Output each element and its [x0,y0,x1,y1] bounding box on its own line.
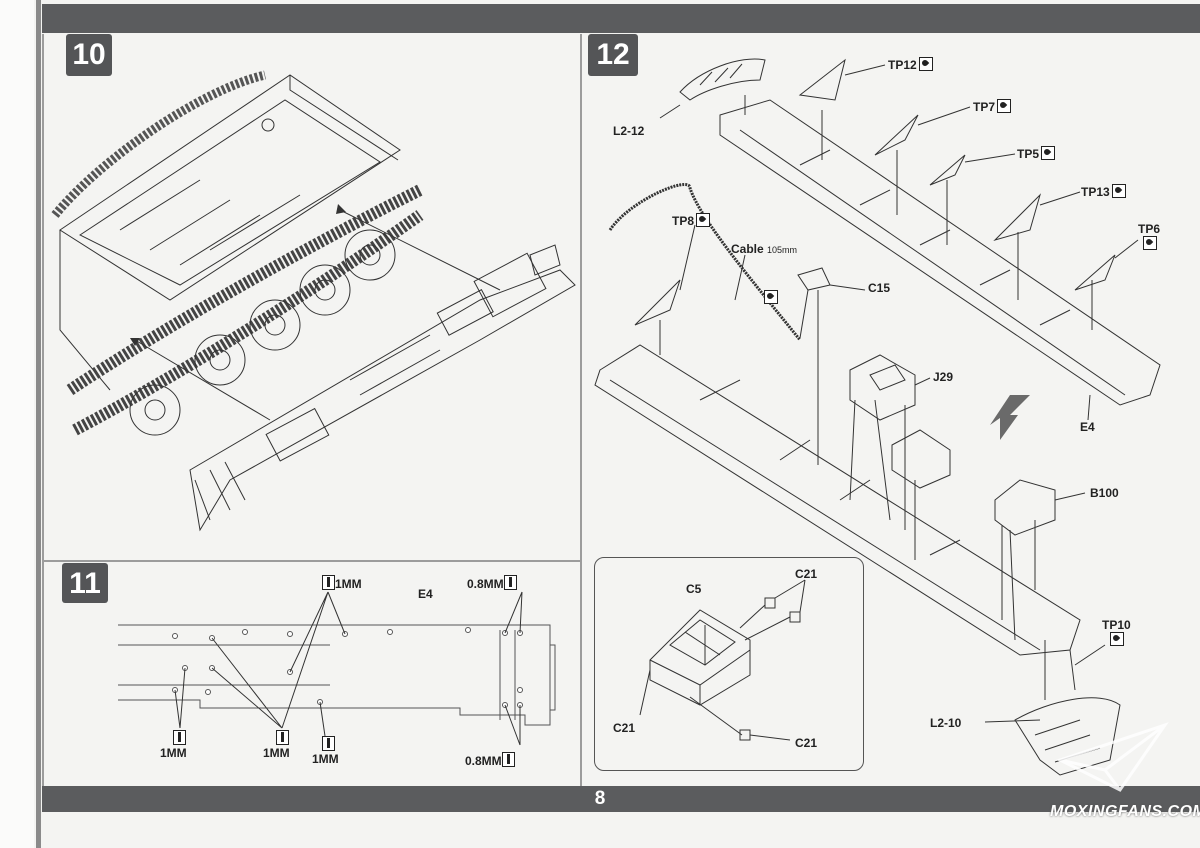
glue-icon [997,99,1012,113]
screw-label-bottom-08mm: 0.8MM [465,752,515,768]
footer-band [42,786,1200,812]
glue-icon [1041,146,1056,160]
watermark: MOXINGFANS.COM [1050,803,1200,820]
part-label-j29: J29 [933,370,954,384]
glue-icon [1110,632,1125,646]
part-label-c5: C5 [686,582,702,596]
glue-icon [764,290,778,304]
screw-label-bottom-1mm-b: 1MM [263,730,290,760]
step11-diagram [118,591,556,746]
screw-icon [503,575,517,590]
screw-icon [275,730,289,745]
inset-panel [594,557,864,771]
page-margin [0,0,34,848]
part-label-tp6: TP6 [1138,222,1160,251]
part-label-b100: B100 [1090,486,1119,500]
header-band [42,4,1200,33]
glue-icon [918,57,933,71]
glue-icon [1143,236,1157,250]
part-label-tp7: TP7 [973,99,1012,114]
step-number-12: 12 [588,34,638,76]
screw-label-top-08mm: 0.8MM [467,575,517,591]
part-label-c21-left: C21 [613,721,636,735]
screw-icon [172,730,186,745]
step-number-10: 10 [66,34,112,76]
part-label-tp12: TP12 [888,57,933,72]
screw-label-bottom-1mm-c: 1MM [312,736,339,766]
screw-label-top-1mm: 1MM [322,575,362,591]
step10-diagram [51,70,576,532]
part-label-l2-12: L2-12 [613,124,645,138]
vertical-divider [580,34,582,786]
part-label-c15: C15 [868,281,891,295]
horizontal-divider [42,560,581,562]
binding-edge [36,0,41,848]
part-label-c21-bottom: C21 [795,736,818,750]
part-label-e4-step12: E4 [1080,420,1095,434]
screw-label-bottom-1mm-a: 1MM [160,730,187,760]
direction-arrow-icon [990,395,1030,440]
part-label-l2-10: L2-10 [930,716,962,730]
page-number: 8 [594,788,606,809]
part-label-tp8: TP8 [672,213,711,228]
screw-icon [322,575,335,590]
part-label-cable: Cable 105mm [731,242,798,256]
part-label-tp10: TP10 [1102,618,1131,647]
part-label-e4-step11: E4 [418,587,433,601]
screw-icon [321,736,335,751]
glue-icon [696,213,711,227]
step-number-11: 11 [62,563,108,603]
screw-icon [501,752,515,767]
part-label-tp5: TP5 [1017,146,1056,161]
left-border [42,34,44,786]
glue-icon [1111,184,1126,198]
part-label-c21-top: C21 [795,567,818,581]
glue-marker-c15 [762,290,778,305]
part-label-tp13: TP13 [1081,184,1126,199]
